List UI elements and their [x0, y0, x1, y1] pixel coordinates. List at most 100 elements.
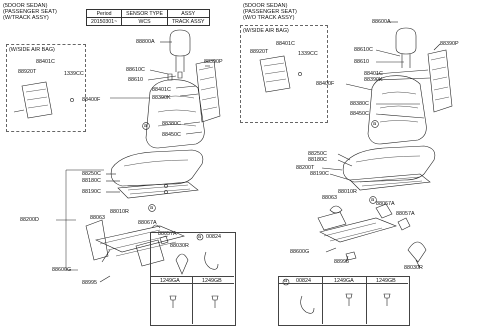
spec-header-period: Period — [85, 9, 123, 18]
right-heading-line-2: (PASSENGER SEAT) — [243, 9, 297, 15]
left-track-shape — [95, 225, 185, 253]
left-part-88067A: 88067A — [138, 220, 157, 226]
left-bottom-00824: 00824 — [206, 234, 221, 240]
left-part-88010R: 88010R — [110, 209, 129, 215]
right-part-88401C-airbag: 88401C — [276, 41, 295, 47]
right-bottom-1249GA: 1249GA — [334, 278, 354, 284]
right-part-88057A: 88057A — [396, 211, 415, 217]
right-headrest-shape — [395, 27, 417, 55]
right-part-88180C: 88180C — [308, 157, 327, 163]
spec-cell-assy: TRACK ASSY — [166, 17, 210, 26]
left-bottom-table-vdivider — [192, 276, 193, 324]
left-spec-table: Period SENSOR TYPE ASSY 20150301~ WCS TR… — [85, 9, 210, 26]
right-part-88250C: 88250C — [308, 151, 327, 157]
left-airbag-box — [6, 44, 86, 132]
right-part-88920T: 88920T — [250, 49, 269, 55]
right-back-frame-shape — [427, 49, 453, 113]
left-bottom-1249GB: 1249GB — [202, 278, 222, 284]
left-heading-line-2: (PASSENGER SEAT) — [3, 9, 57, 15]
right-part-88600A: 88600A — [372, 19, 391, 25]
left-part-88030R: 88030R — [170, 243, 189, 249]
right-heading-line-1: (5DOOR SEDAN) — [243, 3, 288, 9]
spec-cell-period: 20150301~ — [85, 17, 123, 26]
right-part-88610: 88610 — [354, 59, 369, 65]
spec-header-assy: ASSY — [166, 9, 210, 18]
right-cushion-pan-shape — [349, 173, 431, 191]
left-heading-line-1: (5DOOR SEDAN) — [3, 3, 48, 9]
left-part-88995: 88995 — [82, 280, 97, 286]
right-part-88401C: 88401C — [364, 71, 383, 77]
left-part-1339CC: 1339CC — [64, 71, 84, 77]
left-callout-a-2: a — [150, 205, 153, 211]
right-clip-00824-shape — [300, 295, 315, 314]
left-part-88401C-airbag: 88401C — [36, 59, 55, 65]
right-part-88063: 88063 — [322, 195, 337, 201]
left-part-88600G: 88600G — [52, 267, 72, 273]
left-callout-a-1: a — [144, 123, 147, 129]
left-cushion-shape — [110, 149, 204, 187]
left-seatback-shape — [145, 79, 205, 149]
right-clip-1249GB-shape — [383, 293, 391, 306]
right-bottom-table-hdr-rule — [278, 283, 408, 284]
left-clip-1249GB-shape — [211, 295, 219, 308]
right-part-88190C: 88190C — [310, 171, 329, 177]
left-cushion-pan-shape — [117, 181, 199, 199]
right-part-88010R: 88010R — [338, 189, 357, 195]
left-bottom-1249GA: 1249GA — [160, 278, 180, 284]
left-part-88250C: 88250C — [82, 171, 101, 177]
spec-header-sensor-type: SENSOR TYPE — [121, 9, 168, 18]
right-part-88200T: 88200T — [296, 165, 315, 171]
left-part-88200D: 88200D — [20, 217, 39, 223]
right-airbag-title: (W/SIDE AIR BAG) — [243, 28, 289, 34]
right-bottom-badge-a: a — [284, 278, 287, 284]
left-clip-00824-shape — [204, 251, 219, 270]
right-part-88380C: 88380C — [350, 101, 369, 107]
left-part-88063: 88063 — [90, 215, 105, 221]
right-part-88400F: 88400F — [316, 81, 335, 87]
right-part-88610C: 88610C — [354, 47, 373, 53]
right-seatback-shape — [367, 75, 427, 145]
left-part-88610C: 88610C — [126, 67, 145, 73]
right-airbag-box — [240, 25, 328, 123]
left-part-88380C: 88380C — [162, 121, 181, 127]
right-part-88390P: 88390P — [440, 41, 459, 47]
left-airbag-title: (W/SIDE AIR BAG) — [9, 47, 55, 53]
right-part-88390K: 88390K — [364, 77, 383, 83]
right-heading-line-3: (W/O TRACK ASSY) — [243, 15, 295, 21]
left-bottom-table — [150, 232, 236, 326]
right-part-1339CC: 1339CC — [298, 51, 318, 57]
right-bottom-table-vdivider-2 — [366, 276, 367, 324]
left-part-88450C: 88450C — [162, 132, 181, 138]
left-back-frame-shape — [195, 59, 221, 123]
left-part-88920T: 88920T — [18, 69, 37, 75]
left-part-88390K: 88390K — [152, 95, 171, 101]
left-part-88610: 88610 — [128, 77, 143, 83]
left-heading-line-3: (W/TRACK ASSY) — [3, 15, 49, 21]
right-bottom-table-vdivider-1 — [322, 276, 323, 324]
right-part-88067A: 88067A — [376, 201, 395, 207]
right-bottom-00824: 00824 — [296, 278, 311, 284]
right-callout-a-2: a — [371, 197, 374, 203]
right-part-88600G: 88600G — [290, 249, 310, 255]
left-bottom-table-hdr-rule — [150, 283, 234, 284]
right-part-88995: 88995 — [334, 259, 349, 265]
left-part-88190C: 88190C — [82, 189, 101, 195]
left-headrest-shape — [169, 29, 191, 57]
right-airbag-module-shape — [259, 55, 291, 93]
right-part-88030R: 88030R — [404, 265, 423, 271]
right-bottom-table — [278, 276, 410, 326]
left-airbag-module-shape — [21, 81, 53, 119]
left-part-88180C: 88180C — [82, 178, 101, 184]
left-part-88057A: 88057A — [158, 231, 177, 237]
right-callout-a-1: a — [373, 121, 376, 127]
left-bottom-badge-a: a — [198, 234, 201, 240]
left-part-88800A: 88800A — [136, 39, 155, 45]
left-part-88390P: 88390P — [204, 59, 223, 65]
right-bottom-1249GB: 1249GB — [376, 278, 396, 284]
left-clip-1249GA-shape — [169, 295, 177, 308]
right-part-88450C: 88450C — [350, 111, 369, 117]
left-part-88401C: 88401C — [152, 87, 171, 93]
left-part-88400F: 88400F — [82, 97, 101, 103]
